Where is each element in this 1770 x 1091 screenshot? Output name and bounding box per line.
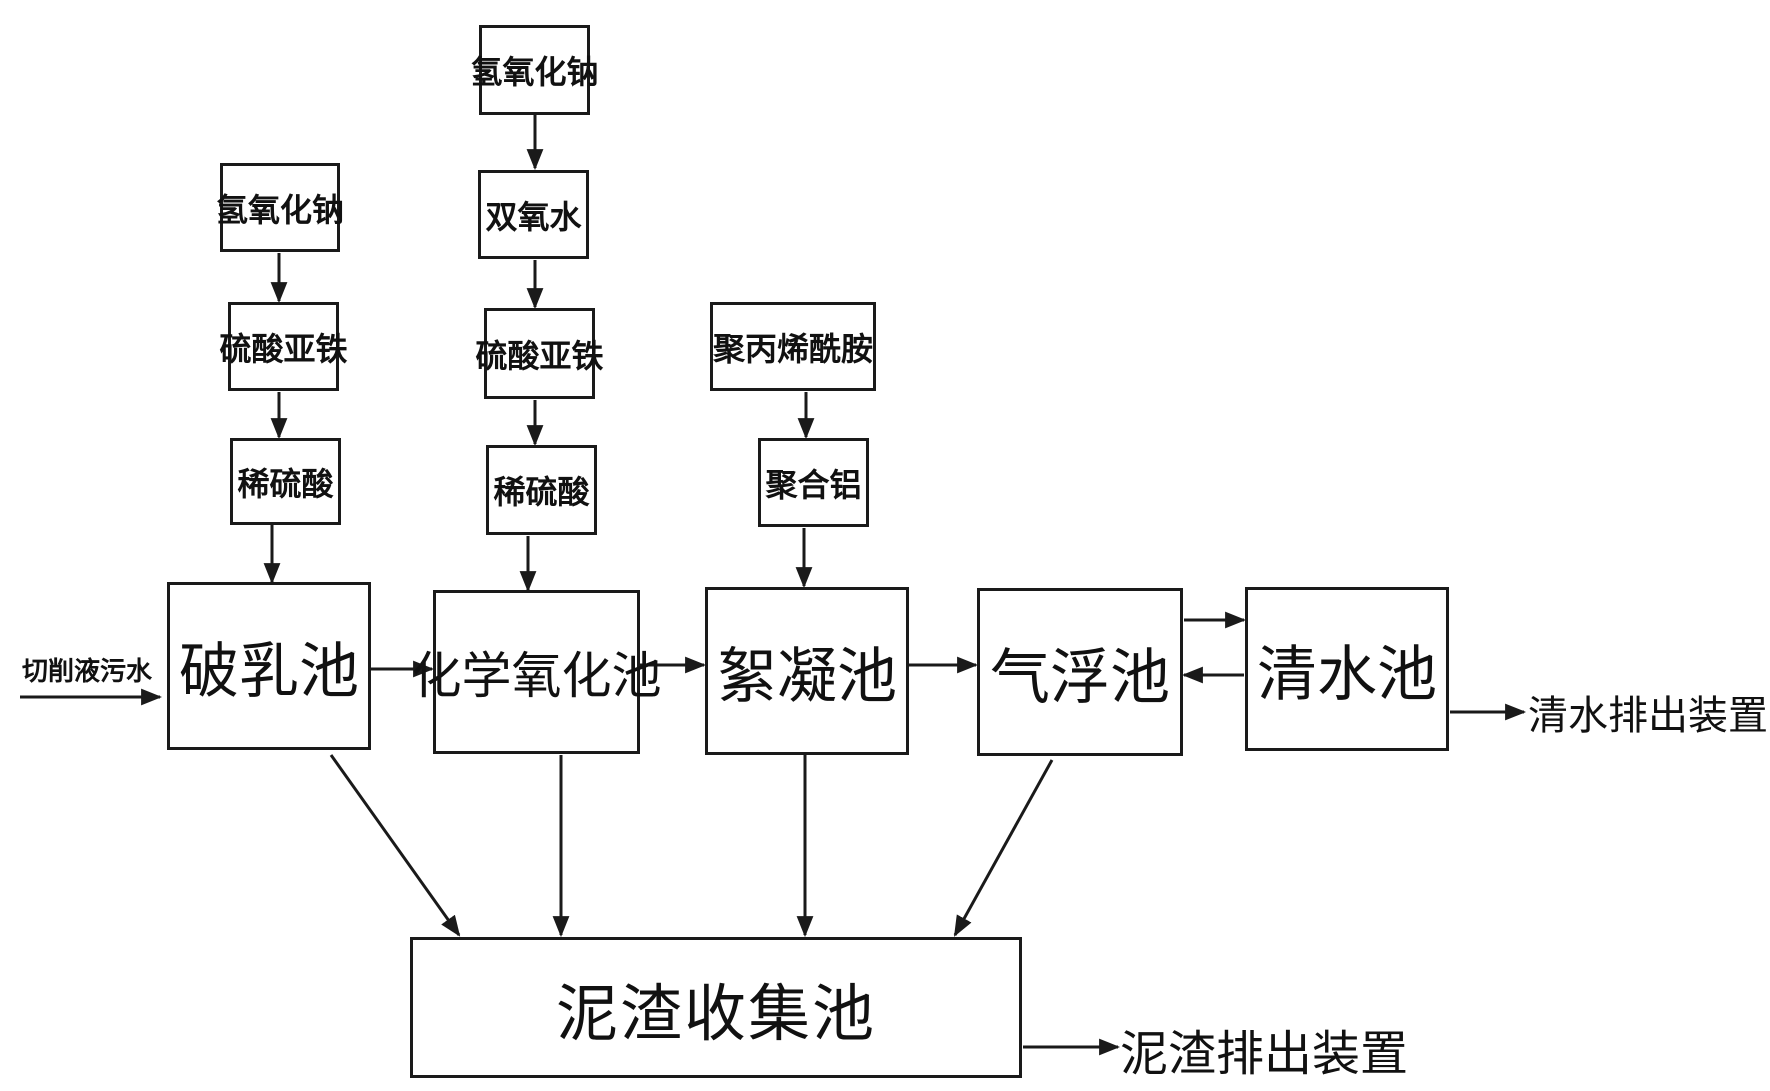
ferrous-sulfate-box-2: 硫酸亚铁 bbox=[476, 308, 604, 399]
naoh-label-1: 氢氧化钠 bbox=[216, 190, 345, 229]
sludge-collection-tank: 泥渣收集池 bbox=[410, 937, 1022, 1078]
naoh-label-2: 氢氧化钠 bbox=[470, 53, 599, 91]
naoh-box-1: 氢氧化钠 bbox=[216, 163, 344, 252]
inlet-label: 切削液污水 bbox=[22, 657, 153, 687]
hydrogen-peroxide-box: 双氧水 bbox=[478, 170, 589, 259]
demulsification-tank-label: 破乳池 bbox=[179, 636, 359, 707]
hydrogen-peroxide-label: 双氧水 bbox=[485, 197, 582, 236]
polyacrylamide-label: 聚丙烯酰胺 bbox=[713, 329, 874, 368]
flocculation-tank: 絮凝池 bbox=[705, 587, 909, 755]
air-flotation-tank-label: 气浮池 bbox=[990, 642, 1170, 713]
demulsification-tank: 破乳池 bbox=[167, 582, 371, 750]
arrow-flotation-to-sludge bbox=[953, 759, 1054, 937]
arrow-demulsify-to-sludge bbox=[329, 754, 461, 937]
ferrous-sulfate-box-1: 硫酸亚铁 bbox=[220, 302, 348, 391]
ferrous-sulfate-label-1: 硫酸亚铁 bbox=[219, 329, 348, 368]
flocculation-tank-label: 絮凝池 bbox=[717, 641, 897, 712]
polyaluminum-label: 聚合铝 bbox=[765, 465, 862, 504]
polyaluminum-box: 聚合铝 bbox=[758, 438, 869, 527]
dilute-sulfuric-acid-box-1: 稀硫酸 bbox=[230, 438, 341, 525]
chemical-oxidation-tank: 化学氧化池 bbox=[412, 590, 662, 754]
clear-water-tank-label: 清水池 bbox=[1257, 639, 1437, 710]
clear-water-outlet-label: 清水排出装置 bbox=[1528, 693, 1768, 739]
polyacrylamide-box: 聚丙烯酰胺 bbox=[710, 302, 876, 391]
dilute-sulfuric-acid-label-2: 稀硫酸 bbox=[493, 473, 590, 511]
air-flotation-tank: 气浮池 bbox=[977, 588, 1183, 756]
naoh-box-2: 氢氧化钠 bbox=[471, 25, 599, 115]
clear-water-tank: 清水池 bbox=[1245, 587, 1449, 751]
sludge-collection-tank-label: 泥渣收集池 bbox=[555, 976, 876, 1050]
sludge-outlet-label: 泥渣排出装置 bbox=[1120, 1026, 1409, 1082]
dilute-sulfuric-acid-box-2: 稀硫酸 bbox=[486, 445, 597, 535]
chemical-oxidation-tank-label: 化学氧化池 bbox=[411, 647, 662, 705]
dilute-sulfuric-acid-label-1: 稀硫酸 bbox=[237, 464, 334, 503]
ferrous-sulfate-label-2: 硫酸亚铁 bbox=[475, 336, 604, 375]
